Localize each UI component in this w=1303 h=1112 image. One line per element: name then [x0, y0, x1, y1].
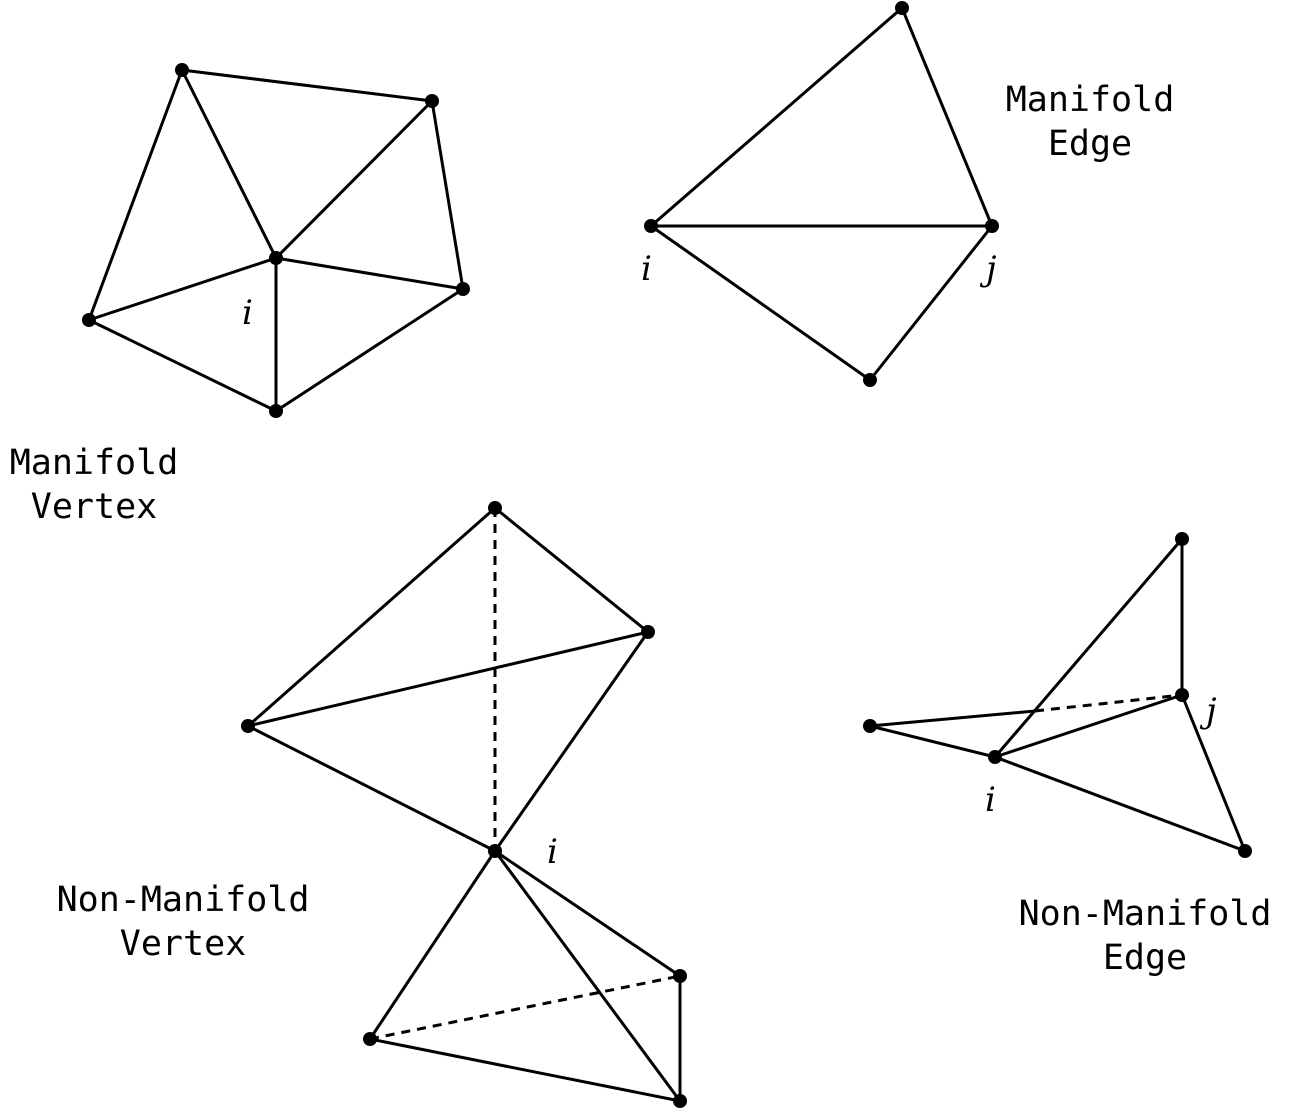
vertex — [895, 1, 909, 15]
vertex-i — [269, 251, 283, 265]
edge — [993, 755, 1247, 853]
panel-title-line2: Edge — [1103, 938, 1187, 978]
vertex — [175, 63, 189, 77]
panel-title-line2: Vertex — [31, 487, 157, 527]
edge — [368, 1037, 682, 1103]
vertex — [863, 373, 877, 387]
hidden-edge — [369, 974, 681, 1041]
edge — [993, 537, 1184, 759]
panel-title-line1: Non-Manifold — [1019, 894, 1272, 934]
hidden-edge — [1034, 693, 1183, 713]
vertex-i — [488, 844, 502, 858]
edge — [274, 256, 465, 291]
panel-title-line1: Manifold — [1006, 80, 1175, 120]
vertex — [1238, 844, 1252, 858]
vertex-i — [988, 750, 1002, 764]
vertex — [673, 969, 687, 983]
vertex-j — [985, 219, 999, 233]
panel-title-line2: Edge — [1048, 124, 1132, 164]
edge — [493, 849, 682, 978]
edge — [649, 6, 904, 228]
vertex — [241, 719, 255, 733]
edge — [868, 724, 997, 759]
vertex — [269, 404, 283, 418]
edge — [180, 68, 434, 103]
vertex — [488, 501, 502, 515]
edge — [368, 849, 497, 1041]
edge — [274, 287, 465, 413]
edge — [868, 709, 1037, 728]
panel-title-line1: Non-Manifold — [57, 880, 310, 920]
edge — [87, 68, 184, 322]
edge — [246, 724, 497, 853]
vertex-label-i: i — [547, 832, 558, 872]
vertex — [1175, 532, 1189, 546]
vertex-label-i: i — [641, 249, 652, 289]
edge-ij — [993, 693, 1184, 759]
vertex — [425, 94, 439, 108]
vertex — [456, 282, 470, 296]
vertex-j — [1175, 688, 1189, 702]
edge — [246, 506, 497, 728]
edge — [246, 630, 650, 728]
manifold-edge-panel: i j Manifold Edge — [641, 1, 1174, 387]
vertex-label-j: j — [979, 249, 997, 289]
edge — [493, 506, 650, 634]
vertex-i — [644, 219, 658, 233]
edge — [900, 6, 994, 228]
edge — [1180, 693, 1247, 853]
edge — [274, 99, 434, 260]
vertex — [673, 1094, 687, 1108]
edge — [649, 224, 872, 382]
edge — [87, 318, 278, 413]
non-manifold-edge-panel: j i Non-Manifold Edge — [863, 532, 1271, 978]
edge — [180, 68, 278, 260]
vertex-label-j: j — [1199, 691, 1217, 731]
vertex — [82, 313, 96, 327]
manifold-vertex-panel: i Manifold Vertex — [10, 63, 470, 527]
vertex — [863, 719, 877, 733]
edge — [87, 256, 278, 322]
vertex — [363, 1032, 377, 1046]
edge — [493, 630, 650, 853]
edge — [868, 224, 994, 382]
edge — [493, 849, 682, 1103]
vertex-label-i: i — [242, 293, 253, 333]
vertex-label-i: i — [985, 780, 996, 820]
non-manifold-vertex-panel: i Non-Manifold Vertex — [57, 501, 687, 1108]
panel-title-line2: Vertex — [120, 924, 246, 964]
panel-title-line1: Manifold — [10, 443, 179, 483]
vertex — [641, 625, 655, 639]
edge — [430, 99, 465, 291]
